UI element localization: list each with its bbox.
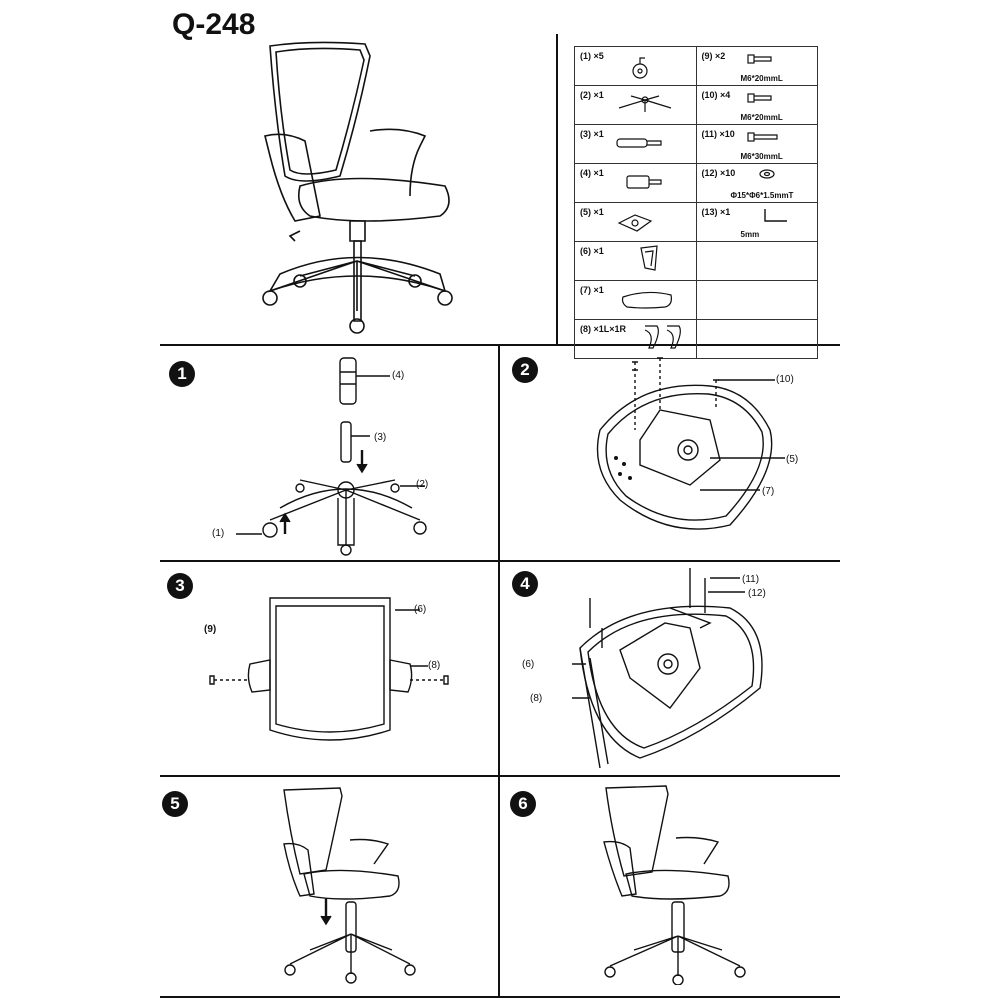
parts-cell: (1) ×5 [574, 46, 697, 86]
bolt-icon [746, 54, 772, 64]
horizontal-divider-2 [160, 560, 840, 562]
step-3-label-8: (8) [428, 660, 441, 671]
step-1-base-assembly-diagram [236, 357, 427, 556]
caster-icon [632, 57, 648, 79]
parts-cell [695, 280, 818, 320]
horizontal-divider-1 [160, 344, 840, 346]
mechanism-icon [617, 214, 653, 232]
step-1-label-1: (1) [212, 528, 225, 539]
parts-row: (8) ×1L×1R [574, 319, 818, 359]
parts-row: (2) ×1 (10) ×4 M6*20mmL [574, 85, 818, 125]
step-4-label-11: (11) [742, 574, 760, 585]
part-label: (1) ×5 [580, 51, 604, 61]
parts-list-table: (1) ×5 (9) ×2 M6*20mmL (2) ×1 (10) ×4 M6… [574, 46, 818, 359]
step-4-attach-back-diagram [572, 568, 763, 769]
step-5-badge: 5 [162, 791, 188, 817]
step-6-badge: 6 [510, 791, 536, 817]
parts-cell: (13) ×1 5mm [695, 202, 818, 242]
vertical-divider-top [556, 34, 558, 344]
part-label: (13) ×1 [701, 207, 731, 217]
step-1-label-4: (4) [392, 370, 405, 381]
part-label: (7) ×1 [580, 285, 604, 295]
cover-icon [626, 175, 662, 189]
seat-icon [621, 291, 672, 309]
part-label: (4) ×1 [580, 168, 604, 178]
parts-row: (5) ×1 (13) ×1 5mm [574, 202, 818, 242]
step-3-label-9: (9) [204, 624, 217, 635]
part-label: (8) ×1L×1R [580, 324, 627, 334]
step-1-badge: 1 [169, 361, 195, 387]
part-size: Φ15*Φ6*1.5mmT [730, 191, 794, 200]
parts-cell [695, 319, 818, 359]
part-label: (11) ×10 [701, 129, 735, 139]
parts-row: (4) ×1 (12) ×10 Φ15*Φ6*1.5mmT [574, 163, 818, 203]
step-2-label-10: (10) [776, 374, 794, 385]
bolt-icon [746, 93, 772, 103]
model-title: Q-248 [172, 8, 256, 41]
step-1-label-3: (3) [374, 432, 387, 443]
star-base-icon [618, 95, 672, 112]
washer-icon [758, 169, 775, 179]
step-3-backrest-armrest-diagram [209, 597, 449, 741]
parts-row: (3) ×1 (11) ×10 M6*30mmL [574, 124, 818, 164]
part-label: (9) ×2 [701, 51, 726, 61]
part-label: (3) ×1 [580, 129, 604, 139]
parts-cell: (11) ×10 M6*30mmL [695, 124, 818, 164]
parts-cell: (10) ×4 M6*20mmL [695, 85, 818, 125]
parts-cell: (8) ×1L×1R [574, 319, 697, 359]
hex-key-icon [763, 209, 787, 222]
backrest-bracket-icon [640, 245, 658, 271]
part-size: M6*30mmL [740, 152, 783, 161]
parts-cell: (5) ×1 [574, 202, 697, 242]
parts-cell: (2) ×1 [574, 85, 697, 125]
parts-row: (6) ×1 [574, 241, 818, 281]
parts-cell: (9) ×2 M6*20mmL [695, 46, 818, 86]
assembled-chair-illustration [262, 41, 453, 334]
step-3-badge: 3 [167, 573, 193, 599]
step-2-label-5: (5) [786, 454, 799, 465]
step-6-completed-chair-diagram [603, 785, 746, 985]
vertical-divider-steps [498, 344, 500, 998]
parts-row: (7) ×1 [574, 280, 818, 320]
part-label: (5) ×1 [580, 207, 604, 217]
part-label: (10) ×4 [701, 90, 731, 100]
part-size: 5mm [740, 230, 760, 239]
step-4-badge: 4 [512, 571, 538, 597]
armrests-icon [644, 325, 681, 349]
parts-cell: (12) ×10 Φ15*Φ6*1.5mmT [695, 163, 818, 203]
part-label: (6) ×1 [580, 246, 604, 256]
parts-cell: (6) ×1 [574, 241, 697, 281]
step-2-seat-mechanism-diagram [596, 357, 785, 530]
parts-cell: (4) ×1 [574, 163, 697, 203]
horizontal-divider-4 [160, 996, 840, 998]
step-3-label-6: (6) [414, 604, 427, 615]
horizontal-divider-3 [160, 775, 840, 777]
bolt-icon [746, 132, 778, 142]
part-size: M6*20mmL [740, 113, 783, 122]
step-4-label-8: (8) [530, 693, 543, 704]
parts-cell [695, 241, 818, 281]
part-label: (2) ×1 [580, 90, 604, 100]
step-4-label-12: (12) [748, 588, 766, 599]
step-2-badge: 2 [512, 357, 538, 383]
parts-cell: (7) ×1 [574, 280, 697, 320]
part-label: (12) ×10 [701, 168, 736, 178]
parts-row: (1) ×5 (9) ×2 M6*20mmL [574, 46, 818, 86]
step-4-label-6: (6) [522, 659, 535, 670]
step-5-seat-onto-base-diagram [283, 787, 416, 984]
part-size: M6*20mmL [740, 74, 783, 83]
parts-cell: (3) ×1 [574, 124, 697, 164]
step-1-label-2: (2) [416, 479, 429, 490]
step-2-label-7: (7) [762, 486, 775, 497]
gas-lift-icon [616, 138, 662, 148]
